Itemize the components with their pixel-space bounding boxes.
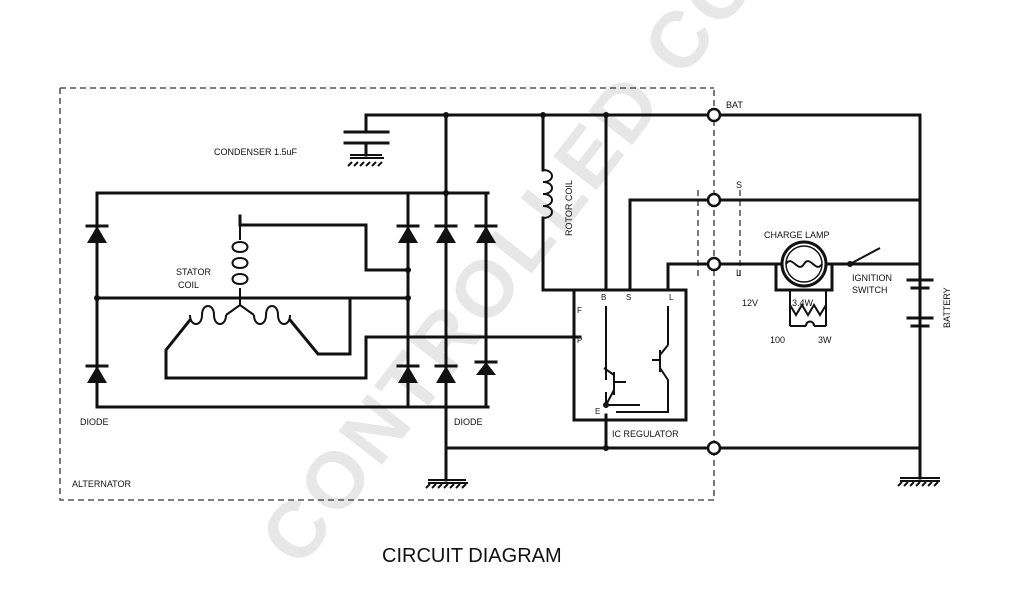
- terminal-e: [706, 440, 722, 456]
- label-stator-1: STATOR: [176, 267, 212, 277]
- label-alternator: ALTERNATOR: [72, 479, 132, 489]
- diode-mid-top: [396, 224, 420, 243]
- label-condenser: CONDENSER 1.5uF: [214, 147, 298, 157]
- diode-mid-bottom: [396, 364, 420, 383]
- diode-left-top: [85, 224, 109, 243]
- battery: [906, 278, 934, 328]
- label-reg-f: F: [577, 306, 582, 315]
- diode-r-bottom: [474, 360, 498, 375]
- diode-left-bottom: [85, 364, 109, 383]
- diagram-title: CIRCUIT DIAGRAM: [382, 545, 562, 567]
- charge-lamp: [774, 240, 834, 327]
- label-terminal-l: L: [736, 268, 741, 278]
- label-charge-lamp: CHARGE LAMP: [764, 230, 830, 240]
- label-lamp-wattage: 3.4W: [792, 298, 814, 308]
- label-terminal-bat: BAT: [726, 100, 743, 110]
- rectifier-bridge: [85, 112, 498, 409]
- label-diode-right: DIODE: [454, 417, 483, 427]
- diode-c-bottom: [434, 364, 458, 383]
- terminal-s: [706, 192, 722, 208]
- diode-r-top: [474, 224, 498, 243]
- terminal-l: [706, 256, 722, 272]
- label-resistor-ohms: 100: [770, 335, 785, 345]
- stator-coil: [95, 214, 582, 380]
- diode-c-top: [434, 224, 458, 243]
- label-ic-regulator: IC REGULATOR: [612, 429, 679, 439]
- label-reg-s: S: [626, 293, 631, 302]
- condenser: [343, 113, 390, 167]
- terminals: [706, 107, 722, 456]
- label-ignition-1: IGNITION: [852, 273, 892, 283]
- terminal-bat: [706, 107, 722, 123]
- label-ignition-2: SWITCH: [852, 285, 888, 295]
- label-reg-p: P: [577, 336, 582, 345]
- label-terminal-s: S: [736, 180, 742, 190]
- label-reg-l: L: [669, 293, 674, 302]
- label-diode-left: DIODE: [80, 417, 109, 427]
- label-battery: BATTERY: [942, 287, 952, 328]
- label-stator-2: COIL: [178, 280, 199, 290]
- ignition-switch: [824, 247, 922, 267]
- ground-bus: [425, 405, 940, 489]
- label-reg-e: E: [595, 407, 600, 416]
- label-reg-b: B: [601, 293, 606, 302]
- label-resistor-watts: 3W: [818, 335, 832, 345]
- label-rotor-coil: ROTOR COIL: [564, 180, 574, 236]
- label-lamp-voltage: 12V: [742, 298, 758, 308]
